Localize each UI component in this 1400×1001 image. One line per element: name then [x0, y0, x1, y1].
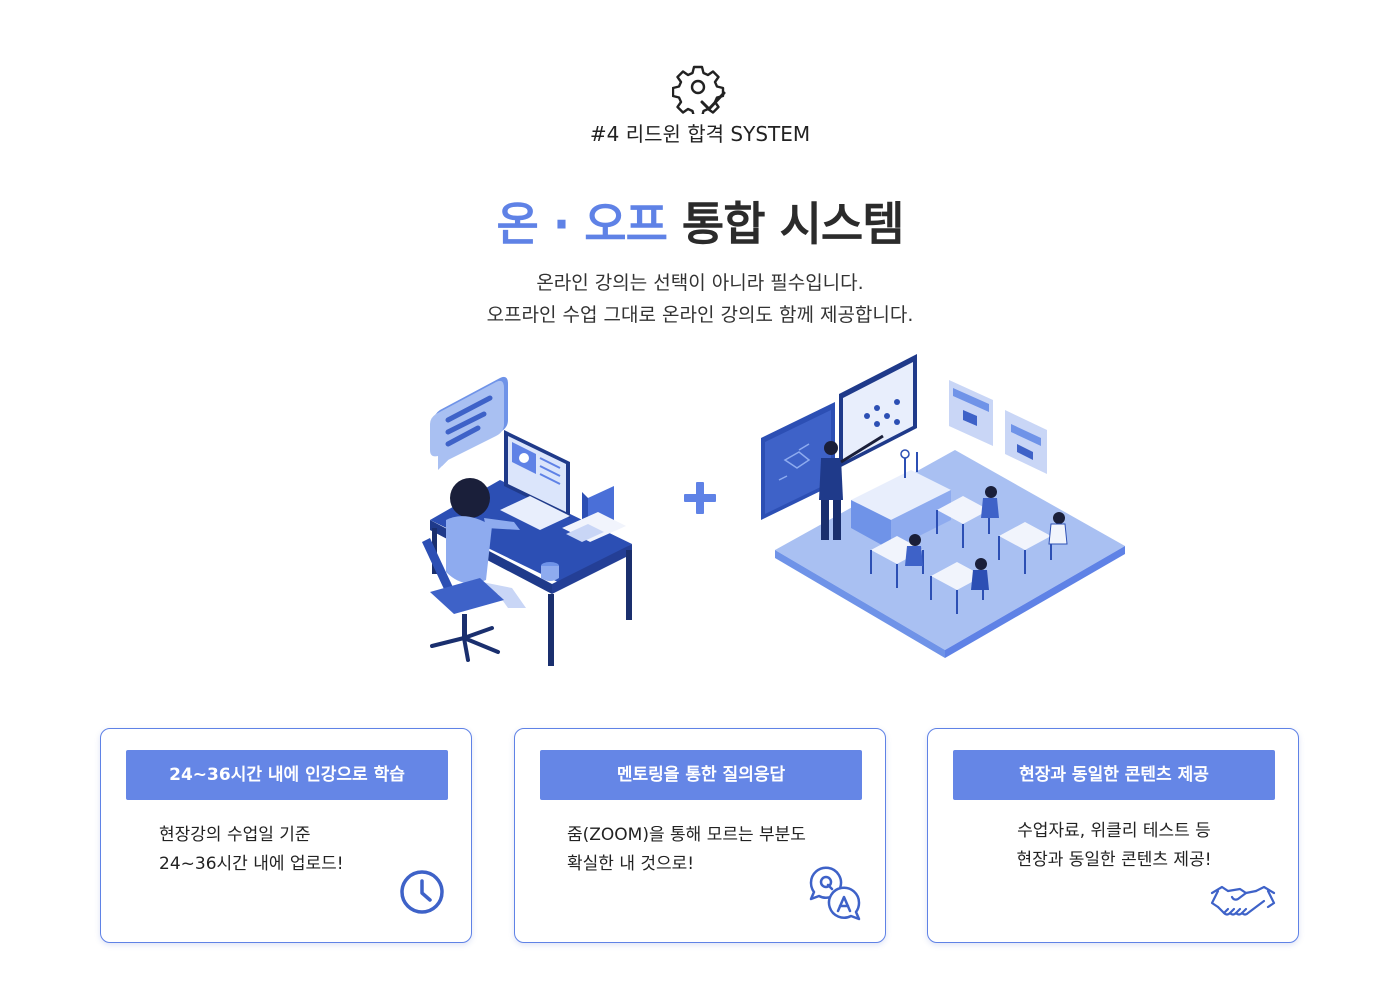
subtitle-line-1: 온라인 강의는 선택이 아니라 필수입니다.: [536, 272, 864, 294]
feature-card-mentoring: 멘토링을 통한 질의응답 줌(ZOOM)을 통해 모르는 부분도 확실한 내 것…: [514, 728, 886, 943]
gear-check-icon: [672, 65, 726, 114]
qa-bubbles-icon: [809, 866, 861, 921]
card-description: 현장강의 수업일 기준 24~36시간 내에 업로드!: [159, 825, 344, 874]
section-eyebrow: #4 리드윈 합격 SYSTEM: [589, 122, 811, 146]
plus-icon: [684, 482, 716, 514]
online-study-illustration: [422, 376, 632, 666]
feature-card-online-lecture: 24~36시간 내에 인강으로 학습 현장강의 수업일 기준 24~36시간 내…: [100, 728, 472, 943]
page-title-rest: 통합 시스템: [681, 197, 905, 251]
page-title-accent: 온 · 오프: [496, 197, 667, 251]
subtitle-line-2: 오프라인 수업 그대로 온라인 강의도 함께 제공합니다.: [486, 304, 914, 326]
page-title: 온 · 오프 통합 시스템: [0, 188, 1400, 254]
card-title: 24~36시간 내에 인강으로 학습: [126, 750, 448, 800]
student-desks: [870, 486, 1068, 614]
card-description: 수업자료, 위클리 테스트 등 현장과 동일한 콘텐츠 제공!: [1016, 821, 1212, 870]
handshake-icon: [1210, 885, 1276, 916]
card-description: 줌(ZOOM)을 통해 모르는 부분도 확실한 내 것으로!: [567, 825, 806, 874]
chat-bubble-icon: [430, 376, 508, 470]
feature-card-same-content: 현장과 동일한 콘텐츠 제공 수업자료, 위클리 테스트 등 현장과 동일한 콘…: [927, 728, 1299, 943]
offline-classroom-illustration: [761, 354, 1125, 658]
clock-icon: [400, 870, 444, 914]
card-title: 멘토링을 통한 질의응답: [540, 750, 862, 800]
card-title: 현장과 동일한 콘텐츠 제공: [953, 750, 1275, 800]
